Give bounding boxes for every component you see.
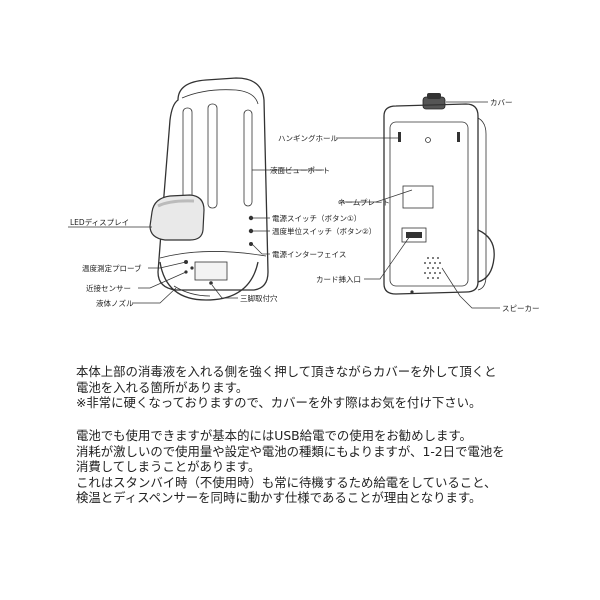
label-nozzle: 液体ノズル — [96, 298, 134, 308]
label-temp-unit-switch: 温度単位スイッチ（ボタン②） — [272, 226, 376, 236]
sensor-panel — [194, 261, 228, 281]
proximity-sensor-dot — [190, 266, 194, 270]
label-tripod-hole: 三脚取付穴 — [240, 293, 278, 303]
label-power-switch: 電源スイッチ（ボタン①） — [272, 214, 361, 223]
power-button — [248, 215, 254, 221]
description-line: 電池でも使用できますが基本的にはUSB給電での使用をお勧めします。 — [76, 428, 472, 443]
label-hanging-hole: ハンギングホール — [278, 133, 338, 143]
power-port — [249, 242, 253, 246]
label-cover: カバー — [490, 98, 513, 107]
viewport-slot-2 — [207, 103, 218, 209]
hanging-hole-center — [425, 137, 431, 143]
name-plate-area — [402, 185, 434, 209]
viewport-slot-1 — [182, 107, 193, 209]
viewport-slot-3 — [243, 109, 253, 207]
label-level-viewport: 液面ビューポート — [270, 165, 330, 175]
front-view-dispenser — [149, 77, 269, 301]
description-line: 消耗が激しいので使用量や設定や電池の種類にもよりますが、1-2日で電池を — [76, 443, 505, 459]
description-line: 本体上部の消毒液を入れる側を強く押して頂きながらカバーを外して頂くと — [76, 364, 497, 379]
back-view-dispenser — [383, 93, 495, 295]
label-card-slot: カード挿入口 — [316, 274, 361, 284]
description-paragraph-1: 本体上部の消毒液を入れる側を強く押して頂きながらカバーを外して頂くと 電池を入れ… — [76, 364, 576, 411]
label-led-display: LEDディスプレイ — [70, 217, 129, 227]
description-line: ※非常に硬くなっておりますので、カバーを外す際はお気を付け下さい。 — [76, 395, 482, 411]
temp-unit-button — [248, 228, 254, 234]
hanging-hole-left — [398, 132, 401, 142]
description-line: これはスタンバイ時（不使用時）も常に待機するため給電をしていること、 — [76, 474, 497, 490]
label-proximity-sensor: 近接センサー — [86, 283, 131, 293]
speaker-grille — [424, 257, 441, 279]
bottom-port — [410, 290, 414, 294]
description-line: 電池を入れる箇所があります。 — [76, 379, 249, 395]
label-power-interface: 電源インターフェイス — [272, 250, 346, 259]
label-temp-probe: 温度測定プローブ — [82, 263, 142, 273]
leader-lines — [68, 101, 500, 309]
tripod-hole — [209, 281, 213, 285]
description-paragraph-2: 電池でも使用できますが基本的にはUSB給電での使用をお勧めします。 消耗が激しい… — [76, 428, 576, 506]
led-display-window — [149, 194, 205, 241]
label-name-plate: ネームプレート — [338, 198, 390, 207]
card-slot-area — [401, 227, 427, 243]
description-line: 消費してしまうことがあります。 — [76, 459, 261, 475]
label-speaker: スピーカー — [502, 304, 540, 313]
hanging-hole-right — [457, 132, 460, 142]
description-line: 検温とディスペンサーを同時に動かす仕様であることが理由となります。 — [76, 490, 482, 506]
product-diagram: カバー ハンギングホール 液面ビューポート ネームプレート 電源スイッチ（ボタン… — [68, 77, 540, 313]
